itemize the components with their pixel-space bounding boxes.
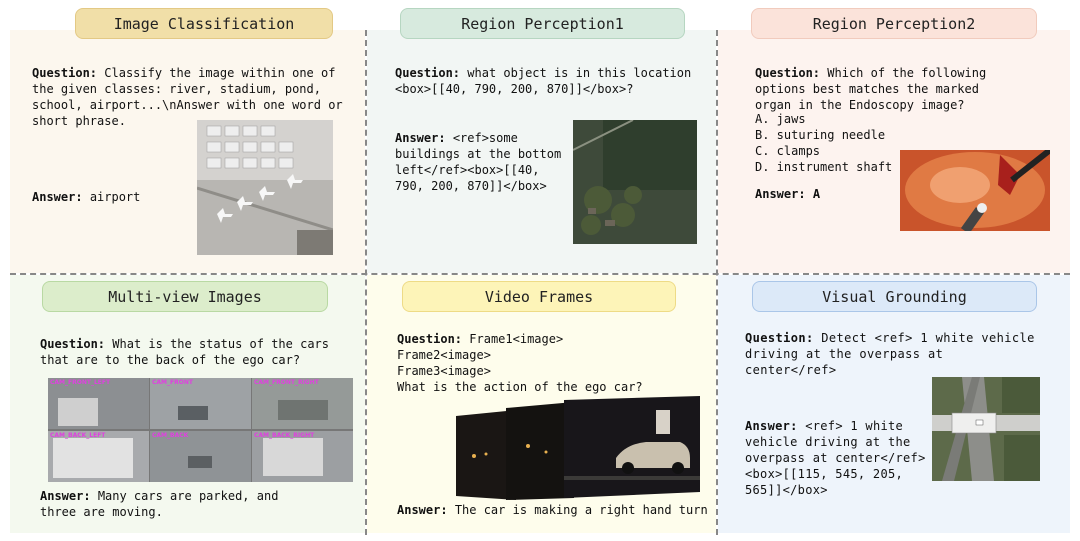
rp2-option-b: B. suturing needle — [755, 128, 886, 142]
vf-answer: Answer: The car is making a right hand t… — [397, 502, 715, 518]
rp2-question: Question: Which of the following options… — [755, 65, 995, 113]
mv-question-text: What is the status of the cars that are … — [40, 337, 330, 367]
rp1-question-label: Question: — [395, 66, 461, 80]
vg-question-label: Question: — [745, 331, 814, 345]
satellite-terrain-image — [573, 120, 697, 244]
vg-answer: Answer: <ref> 1 white vehicle driving at… — [745, 418, 930, 498]
vf-question-line-3: Frame3<image> — [397, 364, 491, 378]
vg-answer-label: Answer: — [745, 419, 798, 433]
cam-label-front-right: CAM_FRONT_RIGHT — [254, 379, 319, 386]
divider-horizontal — [10, 273, 1070, 275]
title-image-classification: Image Classification — [75, 8, 333, 39]
title-visual-grounding: Visual Grounding — [752, 281, 1037, 312]
ic-question: Question: Classify the image within one … — [32, 65, 350, 129]
ic-answer-text: airport — [89, 190, 141, 204]
rp1-answer: Answer: <ref>some buildings at the botto… — [395, 130, 567, 194]
title-region-perception2: Region Perception2 — [751, 8, 1037, 39]
overpass-aerial-image — [932, 377, 1040, 481]
rp2-question-text: Which of the following options best matc… — [755, 66, 987, 112]
rp2-question-label: Question: — [755, 66, 821, 80]
vg-question-text: Detect <ref> 1 white vehicle driving at … — [745, 331, 1035, 377]
title-multi-view: Multi-view Images — [42, 281, 328, 312]
cam-label-front: CAM_FRONT — [152, 379, 193, 386]
ic-question-label: Question: — [32, 66, 98, 80]
ic-answer: Answer: airport — [32, 189, 192, 205]
title-video-frames: Video Frames — [402, 281, 676, 312]
cam-label-back-right: CAM_BACK_RIGHT — [254, 432, 315, 439]
vf-question-line-1: Frame1<image> — [469, 332, 564, 346]
cam-label-front-left: CAM_FRONT_LEFT — [50, 379, 111, 386]
rp2-answer-text: A — [812, 187, 821, 201]
cam-label-back-left: CAM_BACK_LEFT — [50, 432, 106, 439]
vf-question-line-4: What is the action of the ego car? — [397, 380, 643, 394]
rp1-question-text: what object is in this location <box>[[4… — [395, 66, 692, 96]
rp2-answer: Answer: A — [755, 186, 895, 202]
title-region-perception1: Region Perception1 — [400, 8, 685, 39]
rp1-question: Question: what object is in this locatio… — [395, 65, 705, 97]
cam-label-back: CAM_BACK — [152, 432, 189, 439]
vf-question-label: Question: — [397, 332, 463, 346]
rp2-answer-label: Answer: — [755, 187, 806, 201]
vg-question: Question: Detect <ref> 1 white vehicle d… — [745, 330, 1035, 378]
rp1-answer-label: Answer: — [395, 131, 446, 145]
mv-answer-text: Many cars are parked, and three are movi… — [40, 489, 279, 519]
vg-answer-text: <ref> 1 white vehicle driving at the ove… — [745, 419, 926, 497]
video-frames-stack — [456, 396, 700, 500]
rp1-answer-text: <ref>some buildings at the bottom left</… — [395, 131, 562, 193]
vf-answer-label: Answer: — [397, 503, 448, 517]
endoscopy-image — [900, 150, 1050, 231]
vf-question-line-2: Frame2<image> — [397, 348, 491, 362]
mv-question-label: Question: — [40, 337, 106, 351]
rp2-option-c: C. clamps — [755, 144, 821, 158]
divider-vertical-1 — [365, 30, 367, 535]
vf-question: Question: Frame1<image> Frame2<image> Fr… — [397, 331, 697, 395]
divider-vertical-2 — [716, 30, 718, 535]
airport-aerial-image — [197, 120, 333, 255]
ic-question-text: Classify the image within one of the giv… — [32, 66, 343, 128]
mv-answer-label: Answer: — [40, 489, 91, 503]
rp2-option-a: A. jaws — [755, 112, 806, 126]
mv-question: Question: What is the status of the cars… — [40, 336, 340, 368]
multi-view-camera-grid: CAM_FRONT_LEFT CAM_FRONT CAM_FRONT_RIGHT… — [48, 378, 353, 482]
vf-answer-text: The car is making a right hand turn — [454, 503, 708, 517]
ic-answer-label: Answer: — [32, 190, 83, 204]
mv-answer: Answer: Many cars are parked, and three … — [40, 488, 300, 520]
rp2-options: A. jaws B. suturing needle C. clamps D. … — [755, 111, 955, 175]
rp2-option-d: D. instrument shaft — [755, 160, 893, 174]
